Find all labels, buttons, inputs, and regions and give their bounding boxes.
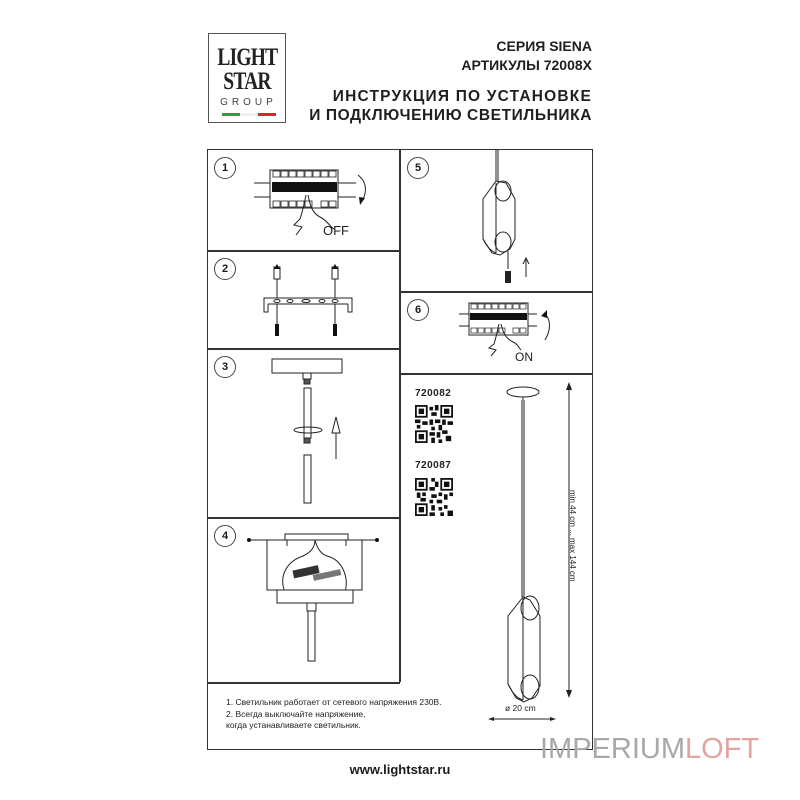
series-title: СЕРИЯ SIENA xyxy=(496,38,592,54)
diameter-arrow-icon xyxy=(488,717,556,721)
watermark-part2: LOFT xyxy=(685,733,760,765)
qr-code-icon xyxy=(415,478,453,516)
note-line: когда устанавливаете светильник. xyxy=(226,720,361,730)
rod-assembly-icon xyxy=(271,358,343,504)
row-divider xyxy=(207,517,400,519)
logo-text-light: LIGHT xyxy=(217,44,278,71)
step-6-number: 6 xyxy=(407,299,429,321)
height-dimension-label: min 44 cm ... max 144 cm xyxy=(568,490,577,582)
row-divider xyxy=(207,348,400,350)
diameter-dimension-label: ø 20 cm xyxy=(505,703,536,713)
row-divider xyxy=(207,250,400,252)
circuit-breaker-off-icon xyxy=(254,169,366,236)
imperiumloft-watermark: IMPERIUMLOFT xyxy=(540,733,759,766)
logo-text-group: GROUP xyxy=(220,97,277,108)
canopy-wiring-icon xyxy=(247,533,379,662)
product-code-720087: 720087 xyxy=(415,460,452,471)
column-divider xyxy=(399,149,401,682)
watermark-part1: IMPERIUM xyxy=(540,733,685,765)
qr-code-icon xyxy=(415,405,453,443)
row-divider xyxy=(399,291,593,293)
lightstar-logo: LIGHT STAR GROUP xyxy=(208,33,286,123)
note-line: 2. Всегда выключайте напряжение, xyxy=(226,708,366,719)
step-5-number: 5 xyxy=(407,157,429,179)
step-4-number: 4 xyxy=(214,525,236,547)
circuit-breaker-on-icon xyxy=(459,302,550,357)
article-numbers: АРТИКУЛЫ 72008X xyxy=(461,57,592,73)
safety-notes: 1. Светильник работает от сетевого напря… xyxy=(226,697,442,732)
italian-flag-stripe xyxy=(222,113,276,116)
logo-text-star: STAR xyxy=(223,68,271,95)
instruction-title-line1: ИНСТРУКЦИЯ ПО УСТАНОВКЕ xyxy=(332,88,592,105)
row-divider xyxy=(207,682,400,684)
website-url[interactable]: www.lightstar.ru xyxy=(349,762,451,777)
step-6-label-on: ON xyxy=(515,350,533,364)
step-1-label-off: OFF xyxy=(323,223,349,238)
step-3-number: 3 xyxy=(214,356,236,378)
note-line: 1. Светильник работает от сетевого напря… xyxy=(226,697,442,707)
step-1-number: 1 xyxy=(214,157,236,179)
pendant-lamp-dimension-drawing xyxy=(506,382,572,703)
product-code-720082: 720082 xyxy=(415,388,452,399)
step-2-number: 2 xyxy=(214,258,236,280)
instruction-title-line2: И ПОДКЛЮЧЕНИЮ СВЕТИЛЬНИКА xyxy=(309,107,592,124)
shade-attach-icon xyxy=(482,149,530,283)
row-divider xyxy=(399,373,593,375)
mounting-bracket-icon xyxy=(263,264,353,336)
